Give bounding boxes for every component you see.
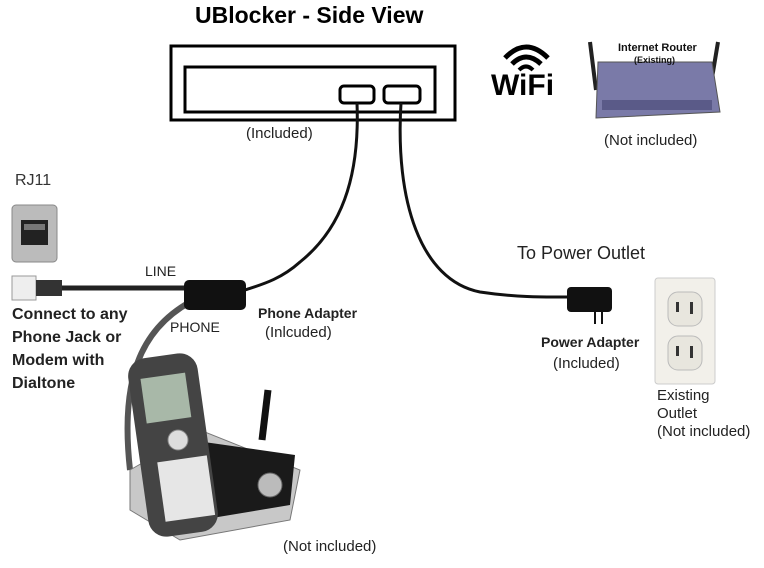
phone-note: (Not included) [283, 538, 377, 555]
connect-line: Modem with [12, 352, 105, 369]
connect-line: Phone Jack or [12, 329, 122, 346]
power-adapter-label: Power Adapter [541, 334, 640, 350]
router-note: (Not included) [604, 132, 698, 149]
ublocker-device [169, 44, 457, 122]
router-icon [588, 41, 721, 119]
line-label: LINE [145, 263, 177, 279]
power-adapter-cable [398, 102, 569, 299]
router-label: Internet Router [618, 42, 697, 54]
rj11-label: RJ11 [15, 172, 52, 189]
router-sublabel: (Existing) [634, 55, 676, 65]
outlet-line: (Not included) [657, 423, 751, 440]
outlet-label: Existing Outlet (Not included) [657, 387, 750, 441]
phone-adapter-cable [244, 102, 359, 292]
cordless-phone-icon [128, 353, 301, 541]
connect-line: Connect to any [12, 306, 128, 323]
power-heading: To Power Outlet [517, 243, 646, 263]
wifi-icon: WiFi [491, 44, 554, 102]
wifi-logo-text: WiFi [491, 69, 554, 102]
connect-instructions: Connect to any Phone Jack or Modem with … [12, 303, 128, 395]
outlet-line: Existing [657, 387, 710, 404]
power-adapter-note: (Included) [553, 355, 620, 372]
rj11-jack-icon [11, 204, 58, 263]
phone-label: PHONE [170, 319, 220, 335]
phone-adapter-note: (Inlcuded) [265, 324, 332, 341]
wall-outlet-icon [654, 277, 716, 385]
connect-line: Dialtone [12, 375, 76, 392]
page-title: UBlocker - Side View [195, 2, 424, 28]
phone-adapter [184, 280, 246, 310]
ublocker-included-note: (Included) [246, 125, 313, 142]
power-adapter [567, 287, 612, 324]
outlet-line: Outlet [657, 405, 698, 422]
power-port [382, 84, 422, 105]
phone-port [338, 84, 376, 105]
phone-adapter-label: Phone Adapter [258, 305, 358, 321]
rj11-plug-icon [11, 275, 62, 301]
